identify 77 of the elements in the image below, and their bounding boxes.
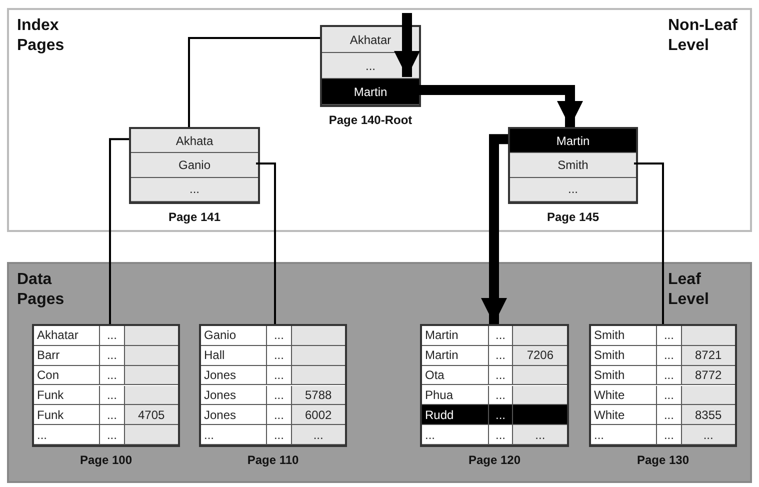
arrow [481, 134, 508, 324]
data-row [201, 405, 345, 426]
index-row: ... [131, 178, 258, 202]
table-cell: ... [292, 425, 345, 444]
table-cell: ... [488, 346, 514, 365]
table-cell: ... [488, 425, 514, 444]
data-row [422, 405, 567, 426]
data-row [591, 366, 735, 386]
page-caption: Page 141 [167, 209, 222, 226]
page-caption: Page 140-Root [328, 112, 414, 129]
table-cell: Rudd [422, 405, 489, 424]
data-row [201, 425, 345, 445]
table-cell: 4705 [124, 405, 178, 424]
index-row: Akhata [131, 129, 258, 154]
data-page [589, 324, 737, 447]
arrow [394, 13, 420, 77]
data-row [422, 386, 567, 406]
index-row: Smith [510, 153, 636, 178]
table-cell: ... [488, 366, 514, 384]
index-row: Martin [322, 79, 419, 105]
index-row: Ganio [131, 153, 258, 178]
data-row [201, 386, 345, 406]
data-row [201, 366, 345, 386]
table-cell: White [591, 405, 658, 424]
leaf-level-band [7, 262, 752, 483]
table-cell: ... [488, 386, 514, 404]
data-row [422, 366, 567, 386]
data-row [422, 425, 567, 445]
data-row [422, 346, 567, 366]
data-page [199, 324, 347, 447]
index-page [320, 25, 421, 107]
data-row [34, 326, 178, 346]
page-caption: Page 110 [246, 452, 300, 469]
table-cell: White [591, 386, 658, 404]
data-row [201, 346, 345, 366]
data-row [591, 405, 735, 426]
data-row [591, 425, 735, 445]
table-cell: 5788 [292, 386, 345, 404]
data-row [422, 326, 567, 346]
data-row [34, 405, 178, 426]
table-cell: Jones [201, 386, 268, 404]
page-caption: Page 130 [636, 452, 690, 469]
data-row [201, 326, 345, 346]
index-page [508, 127, 638, 204]
table-cell: ... [488, 326, 514, 345]
table-cell: 8721 [682, 346, 735, 365]
page-caption: Page 100 [78, 452, 134, 469]
index-page [129, 127, 260, 204]
table-cell: ... [513, 425, 567, 444]
data-row [34, 425, 178, 445]
table-cell: Jones [201, 366, 268, 384]
level-title: Data Pages [17, 270, 66, 310]
table-cell: ... [682, 425, 735, 444]
level-title: Non-Leaf Level [668, 16, 738, 56]
table-cell: 6002 [292, 405, 345, 424]
data-row [591, 386, 735, 406]
data-page [32, 324, 180, 447]
data-page [420, 324, 569, 447]
table-cell: ... [488, 405, 514, 424]
table-cell: Jones [201, 405, 268, 424]
data-row [34, 386, 178, 406]
index-level-band [7, 8, 752, 232]
data-row [591, 346, 735, 366]
level-title: Leaf Level [668, 270, 710, 310]
table-cell: 8772 [682, 366, 735, 384]
page-caption: Page 120 [467, 452, 522, 469]
arrow [417, 85, 583, 127]
data-row [34, 366, 178, 386]
data-row [34, 346, 178, 366]
table-cell: 7206 [513, 346, 567, 365]
data-row [591, 326, 735, 346]
page-caption: Page 145 [546, 209, 600, 226]
table-cell: Akhatar [34, 326, 100, 345]
table-cell: 8355 [682, 405, 735, 424]
index-row: ... [510, 178, 636, 202]
index-row: Martin [510, 129, 636, 154]
level-title: Index Pages [17, 16, 66, 56]
